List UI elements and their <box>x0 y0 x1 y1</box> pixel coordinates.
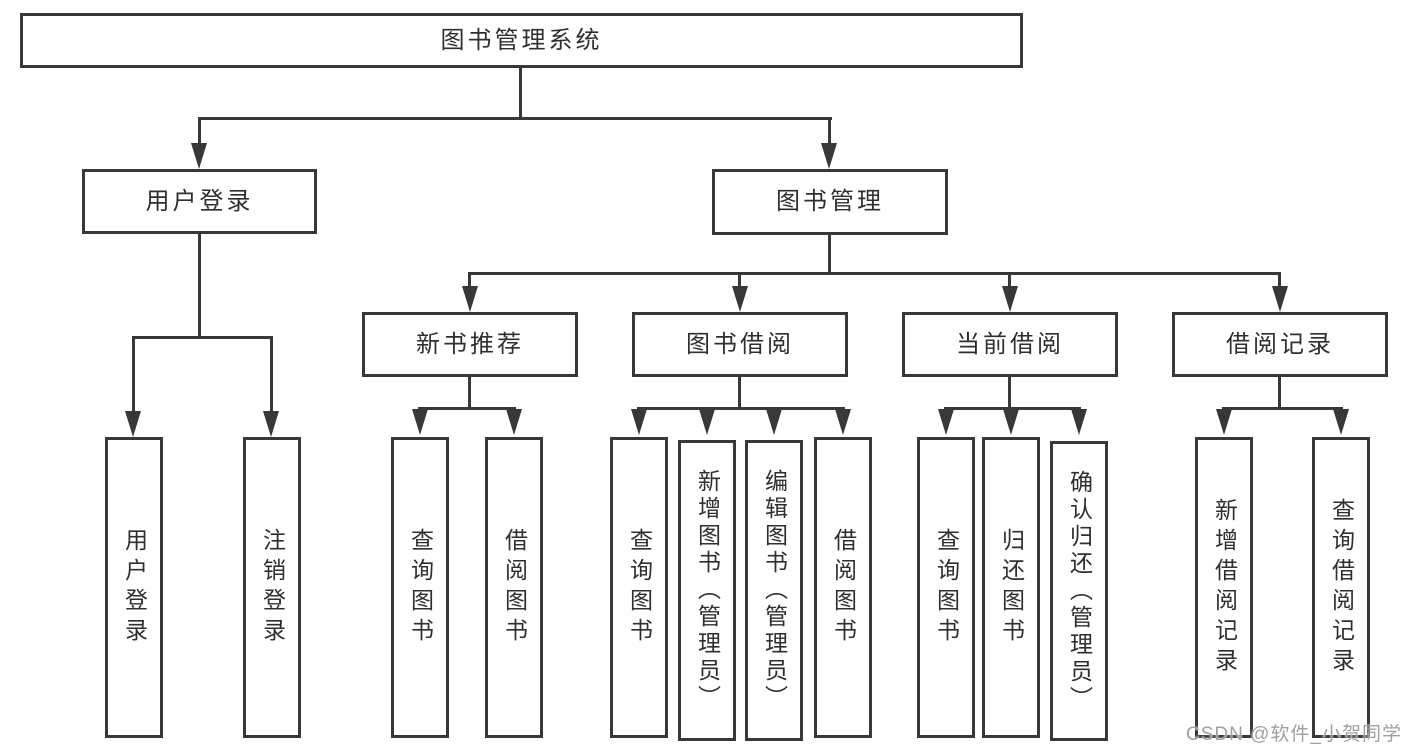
connector-user-login-bar <box>132 336 273 339</box>
node-borrow-books-1: 借阅图书 <box>485 437 543 738</box>
node-add-borrow-record: 新增借阅记录 <box>1195 437 1253 738</box>
arrow-confirm-return <box>1071 409 1087 435</box>
connector-records-drop <box>1278 377 1281 410</box>
arrow-edit-books <box>766 409 782 435</box>
connector-recommend-bar <box>418 407 516 410</box>
node-library-system: 图书管理系统 <box>20 13 1023 68</box>
connector-arm-recommend <box>468 272 471 290</box>
node-query-books-2: 查询图书 <box>610 437 668 738</box>
connector-records-bar <box>1222 407 1343 410</box>
arrow-book-management <box>821 143 837 169</box>
arrow-query-borrow-record <box>1333 409 1349 435</box>
arrow-add-books <box>699 409 715 435</box>
connector-arm-user-login <box>198 117 201 146</box>
node-return-books: 归还图书 <box>982 437 1040 738</box>
arrow-borrow-books-1 <box>506 409 522 435</box>
arrow-query-books-3 <box>938 409 954 435</box>
connector-root-drop <box>519 68 522 120</box>
csdn-watermark: CSDN @软件_小贺同学 <box>1186 724 1402 745</box>
arrow-logout-leaf <box>263 411 279 437</box>
node-add-books-admin: 新增图书（管理员） <box>678 440 736 741</box>
connector-book-management-drop <box>828 235 831 275</box>
node-edit-books-admin: 编辑图书（管理员） <box>745 440 803 741</box>
node-query-borrow-record: 查询借阅记录 <box>1312 437 1370 738</box>
node-logout-leaf: 注销登录 <box>243 437 301 738</box>
node-borrow-books-2: 借阅图书 <box>814 437 872 738</box>
arrow-query-books-1 <box>412 409 428 435</box>
node-query-books-1: 查询图书 <box>391 437 449 738</box>
arrow-borrow-books-2 <box>835 409 851 435</box>
connector-arm-login-leaf <box>132 336 135 414</box>
arrow-recommend <box>462 286 478 312</box>
arrow-add-borrow-record <box>1216 409 1232 435</box>
node-query-books-3: 查询图书 <box>917 437 975 738</box>
connector-user-login-drop <box>198 233 201 339</box>
node-user-login-leaf: 用户登录 <box>105 437 163 738</box>
connector-arm-borrowing <box>738 272 741 290</box>
node-borrow-records: 借阅记录 <box>1172 312 1388 377</box>
arrow-current <box>1002 286 1018 312</box>
arrow-records <box>1272 286 1288 312</box>
node-book-borrow: 图书借阅 <box>632 312 848 377</box>
node-user-login: 用户登录 <box>82 169 317 234</box>
node-new-book-recommend: 新书推荐 <box>362 312 578 377</box>
arrow-login-leaf <box>125 411 141 437</box>
connector-level2-bar <box>198 117 832 120</box>
arrow-user-login <box>191 143 207 169</box>
connector-arm-current <box>1008 272 1011 290</box>
connector-arm-book-management <box>828 117 831 146</box>
connector-borrowing-drop <box>738 377 741 410</box>
connector-borrowing-bar <box>637 407 845 410</box>
node-current-borrow: 当前借阅 <box>902 312 1118 377</box>
node-book-management: 图书管理 <box>712 169 948 235</box>
connector-level3-bar <box>468 272 1281 275</box>
connector-arm-logout-leaf <box>270 336 273 414</box>
connector-recommend-drop <box>468 377 471 410</box>
connector-arm-records <box>1278 272 1281 290</box>
connector-current-drop <box>1008 377 1011 410</box>
arrow-borrowing <box>732 286 748 312</box>
node-confirm-return-admin: 确认归还（管理员） <box>1050 441 1108 741</box>
arrow-query-books-2 <box>631 409 647 435</box>
arrow-return-books <box>1003 409 1019 435</box>
connector-current-bar <box>944 407 1081 410</box>
